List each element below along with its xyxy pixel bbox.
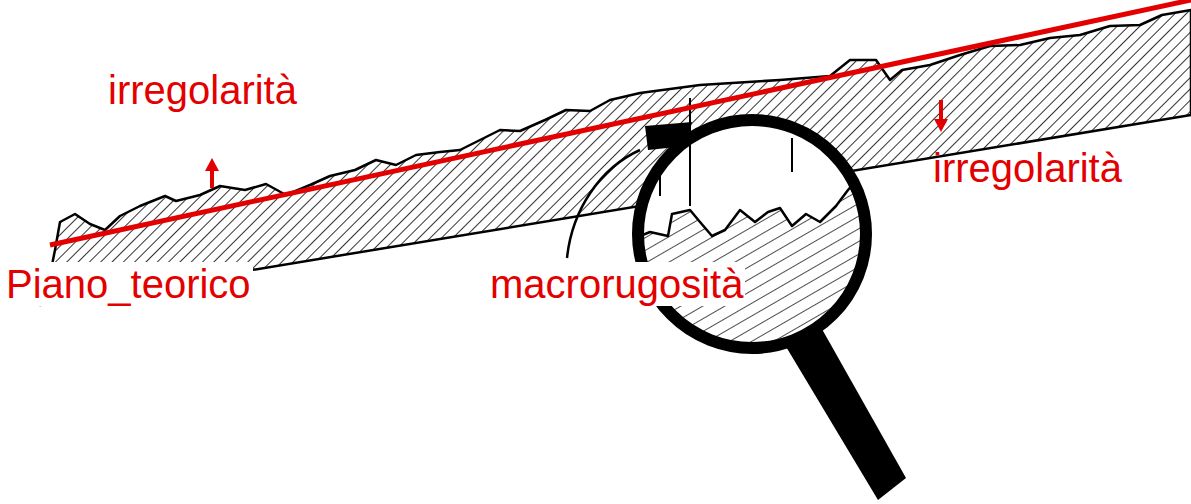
irregularity-arrow — [934, 100, 948, 132]
leader-line — [567, 150, 640, 258]
irregularity-arrow — [205, 158, 219, 188]
annotation-label: macrorugosità — [488, 262, 745, 306]
annotation-label: irregolarità — [108, 68, 297, 112]
magnifier-handle — [782, 322, 906, 500]
wedge-mark — [645, 122, 692, 150]
annotation-label: irregolarità — [933, 146, 1122, 190]
plane-label: Piano_teorico — [4, 262, 253, 306]
theoretical-plane — [50, 0, 1191, 245]
ground-profile — [40, 10, 1191, 305]
